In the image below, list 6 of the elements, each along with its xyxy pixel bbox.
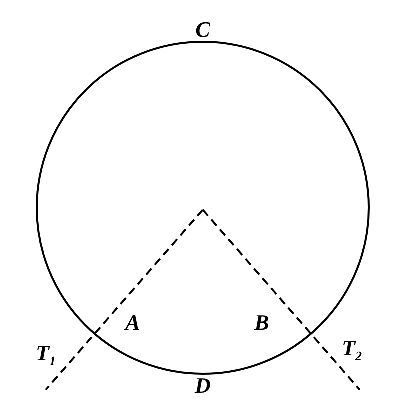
point-label: T$_{1}$ (36, 342, 56, 368)
point-label: C (196, 19, 210, 41)
point-label: B (254, 312, 270, 334)
point-label: T$_{2}$ (342, 337, 362, 363)
point-label: A (126, 312, 140, 334)
point-label: D (195, 375, 211, 397)
